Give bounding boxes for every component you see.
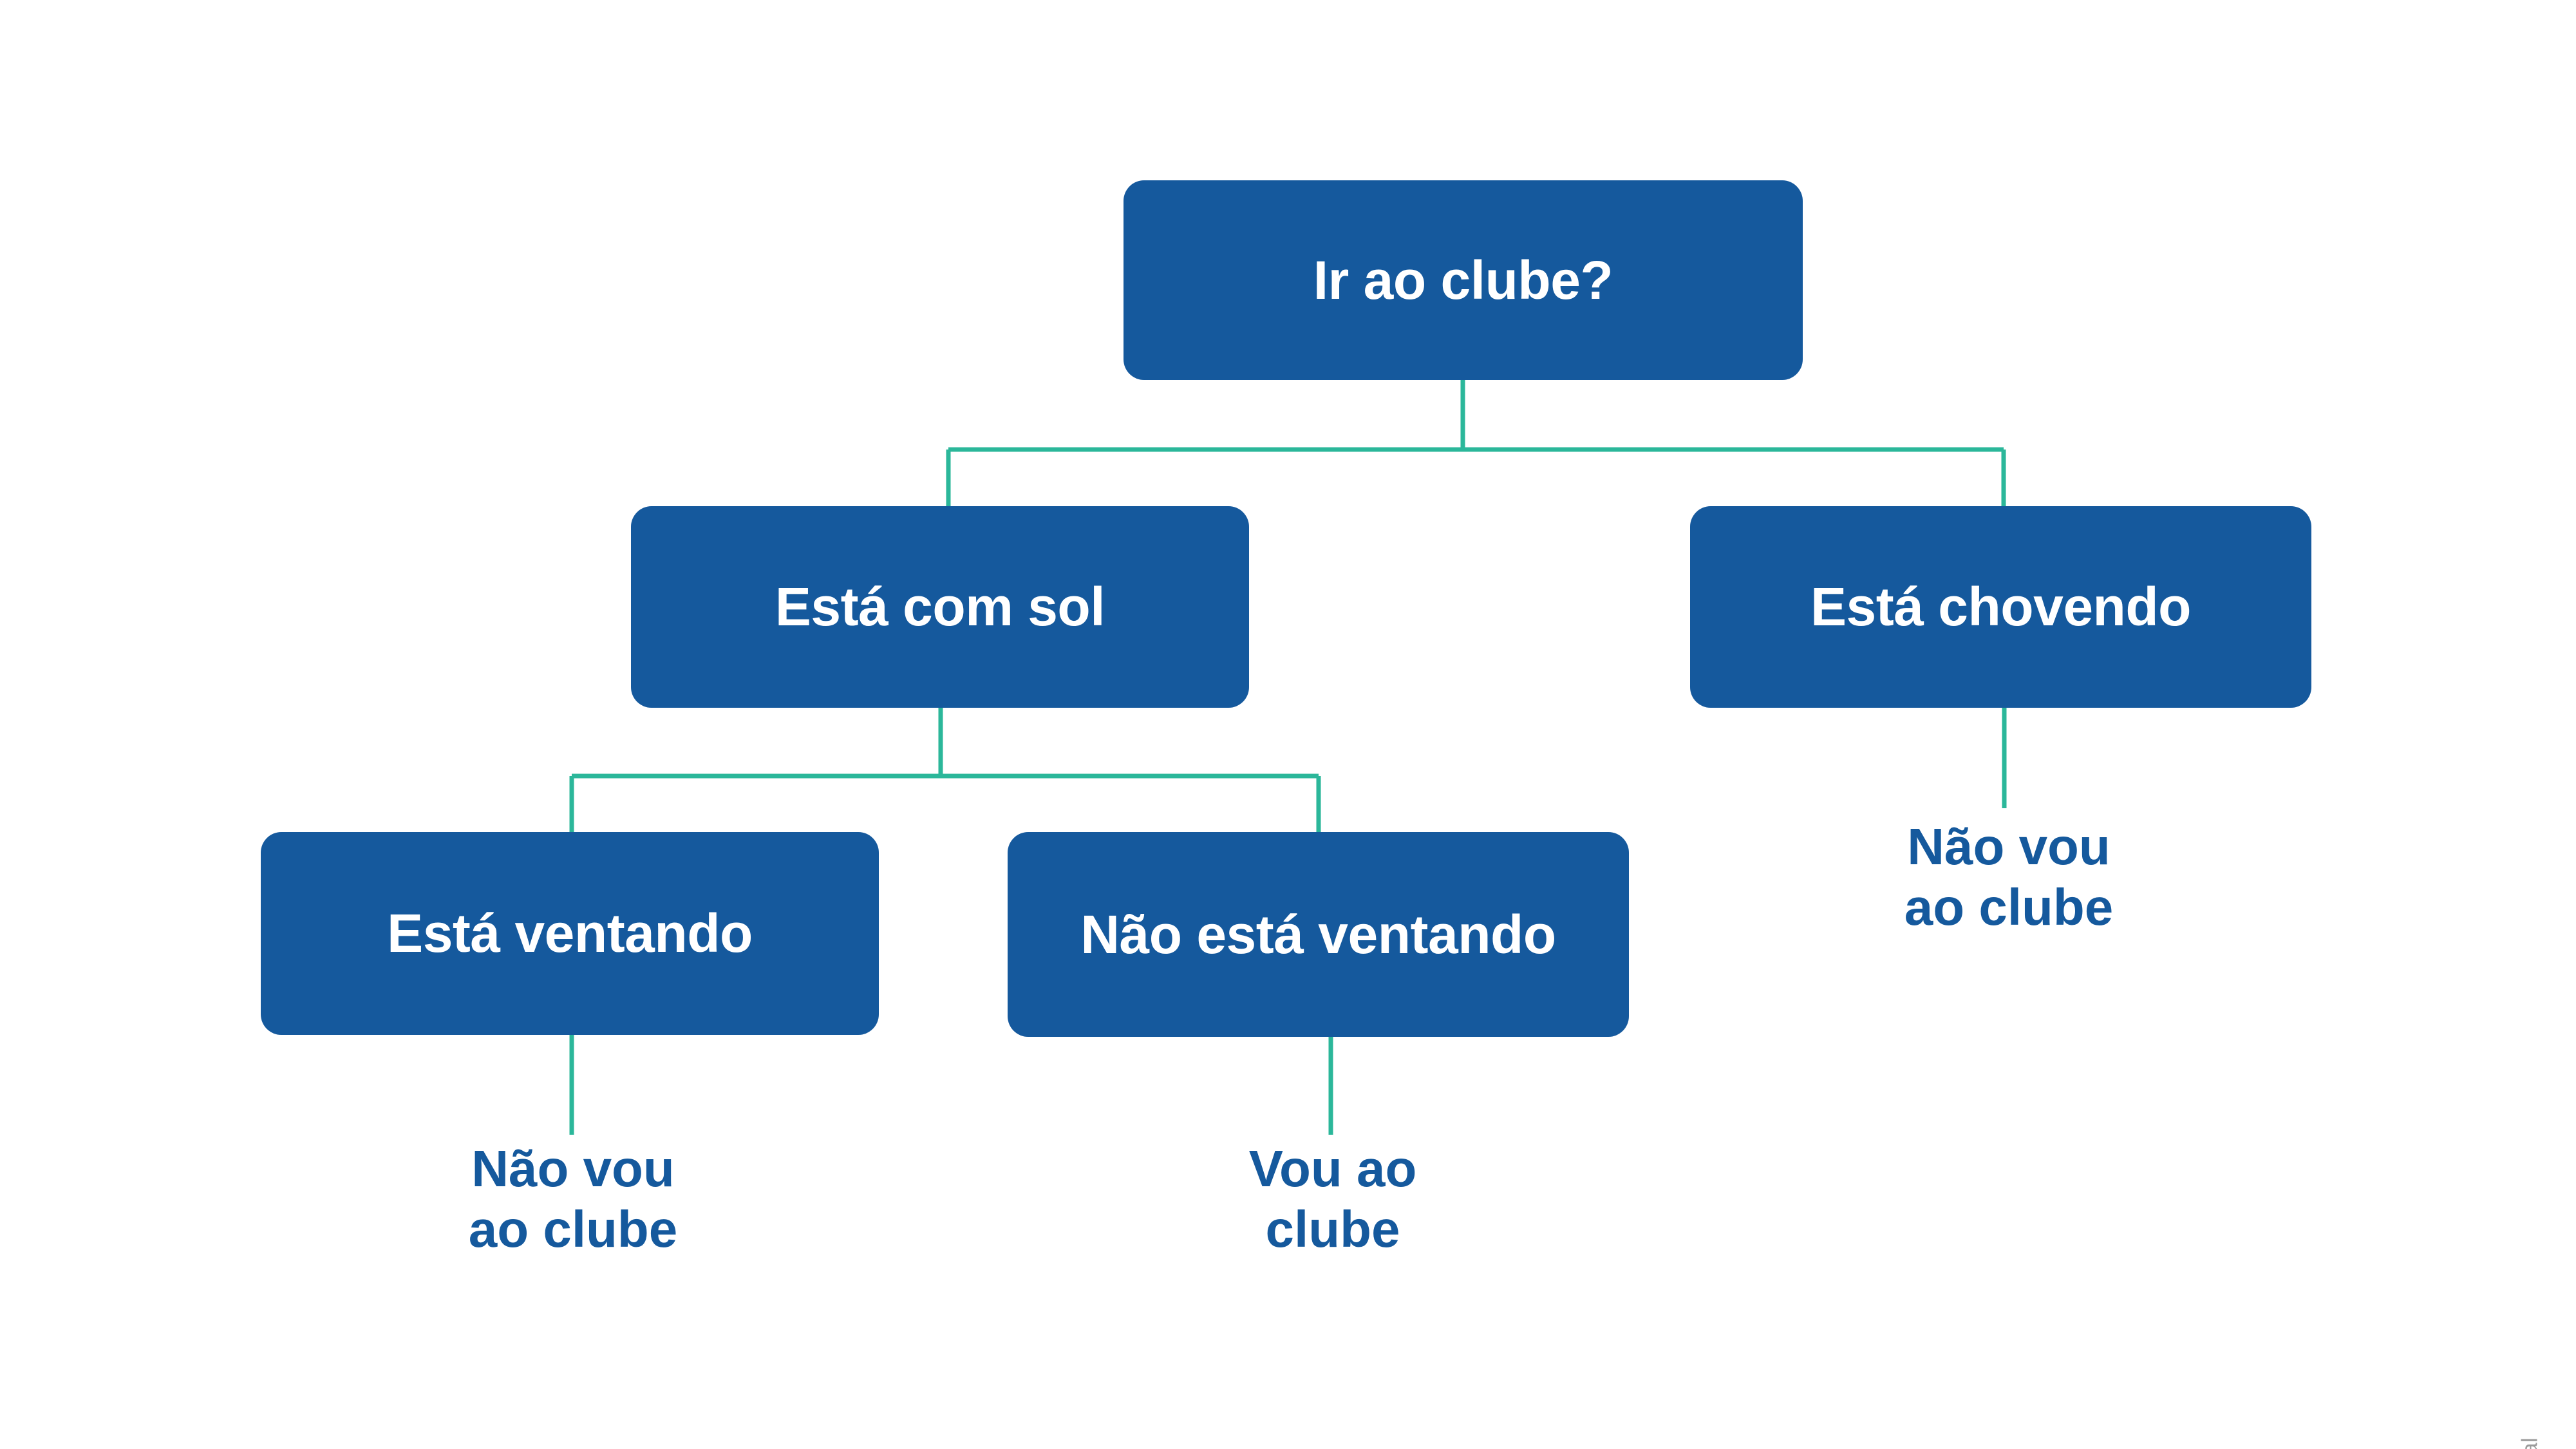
leaf-vou-ao-clube: Vou ao clube	[1248, 1140, 1417, 1258]
node-label: Está ventando	[387, 903, 753, 964]
node-label: Ir ao clube?	[1313, 249, 1613, 310]
node-label: Não está ventando	[1080, 904, 1556, 965]
node-esta-com-sol[interactable]: Está com sol	[631, 506, 1249, 708]
node-esta-ventando[interactable]: Está ventando	[261, 832, 879, 1035]
node-ir-ao-clube[interactable]: Ir ao clube?	[1123, 180, 1803, 380]
node-nao-esta-ventando[interactable]: Não está ventando	[1008, 832, 1629, 1037]
leaf-nao-vou-ao-clube-direita: Não vou ao clube	[1904, 818, 2114, 936]
node-label: Está com sol	[775, 576, 1105, 638]
leaf-nao-vou-ao-clube-esquerda: Não vou ao clube	[468, 1140, 678, 1258]
node-label: Está chovendo	[1810, 576, 2191, 638]
node-esta-chovendo[interactable]: Está chovendo	[1690, 506, 2311, 708]
watermark-credit: © VG Educacional	[2518, 1437, 2543, 1449]
